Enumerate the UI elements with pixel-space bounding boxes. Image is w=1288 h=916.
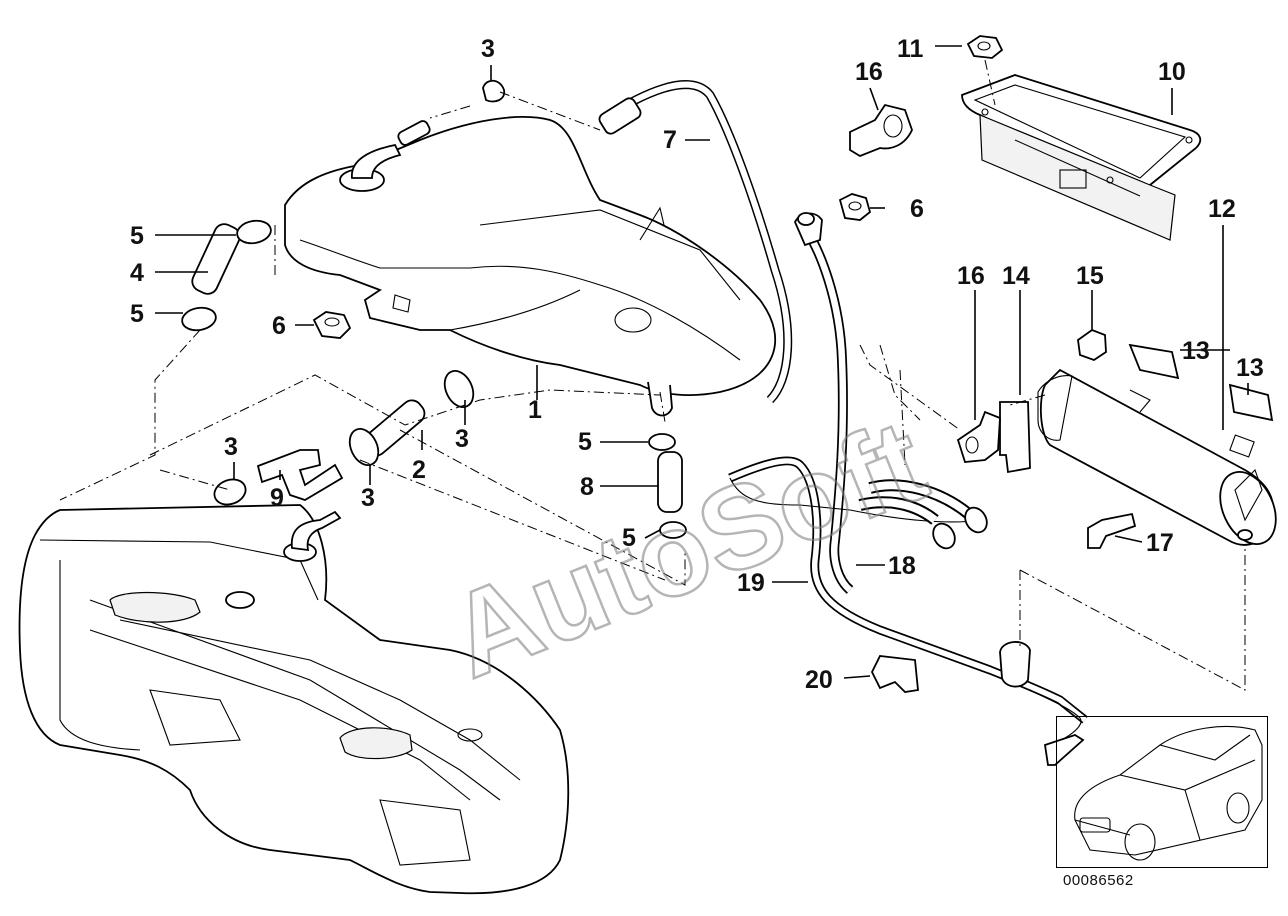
bracket-16a[interactable] bbox=[849, 103, 913, 158]
bracket-14[interactable] bbox=[999, 401, 1031, 474]
activated-charcoal-canister[interactable] bbox=[1037, 368, 1287, 553]
inset-frame bbox=[1056, 716, 1268, 868]
callout-16-mid: 16 bbox=[957, 262, 985, 290]
clamp-5c[interactable] bbox=[648, 433, 676, 451]
callout-17: 17 bbox=[1146, 529, 1174, 557]
bracket-16b[interactable] bbox=[956, 410, 1001, 463]
callout-3-mid: 3 bbox=[455, 425, 469, 453]
watermark-text: AutoSoft bbox=[431, 395, 942, 704]
nut-6b[interactable] bbox=[838, 193, 872, 221]
clamp-3c[interactable] bbox=[344, 424, 384, 469]
clamp-3-top[interactable] bbox=[482, 79, 506, 103]
callout-1: 1 bbox=[528, 396, 542, 424]
callout-18: 18 bbox=[888, 552, 916, 580]
callout-6-right: 6 bbox=[910, 195, 924, 223]
clip-20[interactable] bbox=[870, 655, 919, 693]
pad-13b[interactable] bbox=[1228, 383, 1274, 422]
callout-10: 10 bbox=[1158, 58, 1186, 86]
callout-3-left: 3 bbox=[224, 433, 238, 461]
callout-12: 12 bbox=[1208, 195, 1236, 223]
callout-2: 2 bbox=[412, 456, 426, 484]
clamp-5b[interactable] bbox=[180, 305, 217, 333]
clamp-3b[interactable] bbox=[439, 366, 479, 411]
clamp-3d[interactable] bbox=[211, 475, 249, 508]
callout-3-top: 3 bbox=[481, 35, 495, 63]
callout-9: 9 bbox=[270, 484, 284, 512]
callout-5-right-bottom: 5 bbox=[622, 524, 636, 552]
washer bbox=[797, 212, 815, 226]
pad-13a[interactable] bbox=[1128, 343, 1180, 380]
hose-8[interactable] bbox=[657, 451, 683, 513]
carbon-canister-cover[interactable] bbox=[961, 74, 1202, 241]
callout-19: 19 bbox=[737, 569, 765, 597]
callout-14: 14 bbox=[1002, 262, 1030, 290]
callout-5-lower: 5 bbox=[130, 300, 144, 328]
callout-13-left: 13 bbox=[1182, 337, 1210, 365]
reference-code: 00086562 bbox=[1063, 872, 1134, 889]
clamp-5a[interactable] bbox=[235, 218, 272, 246]
callout-16-top: 16 bbox=[855, 58, 883, 86]
callout-5-right-top: 5 bbox=[578, 428, 592, 456]
hose-4[interactable] bbox=[189, 221, 243, 297]
nut-6a[interactable] bbox=[312, 311, 352, 339]
sensor-plug bbox=[1043, 734, 1085, 766]
lower-fuel-tank[interactable] bbox=[18, 504, 570, 895]
callout-7: 7 bbox=[663, 126, 677, 154]
callout-6-left: 6 bbox=[272, 312, 286, 340]
callout-20: 20 bbox=[805, 666, 833, 694]
upper-fuel-tank[interactable] bbox=[284, 116, 776, 417]
hose-end-fitting bbox=[598, 97, 642, 135]
callout-5-upper: 5 bbox=[130, 222, 144, 250]
y-pipe-9[interactable] bbox=[256, 449, 344, 501]
callout-3-bottom: 3 bbox=[361, 484, 375, 512]
vehicle-location-inset bbox=[1074, 725, 1263, 861]
callout-13-right: 13 bbox=[1236, 354, 1264, 382]
line-connector bbox=[999, 641, 1031, 688]
nut-11[interactable] bbox=[966, 35, 1004, 59]
callout-11: 11 bbox=[897, 35, 924, 63]
callout-4: 4 bbox=[130, 259, 144, 287]
callout-15: 15 bbox=[1076, 262, 1104, 290]
nut-15[interactable] bbox=[1077, 328, 1107, 361]
bolt-17[interactable] bbox=[1087, 512, 1137, 549]
callout-8: 8 bbox=[580, 473, 594, 501]
